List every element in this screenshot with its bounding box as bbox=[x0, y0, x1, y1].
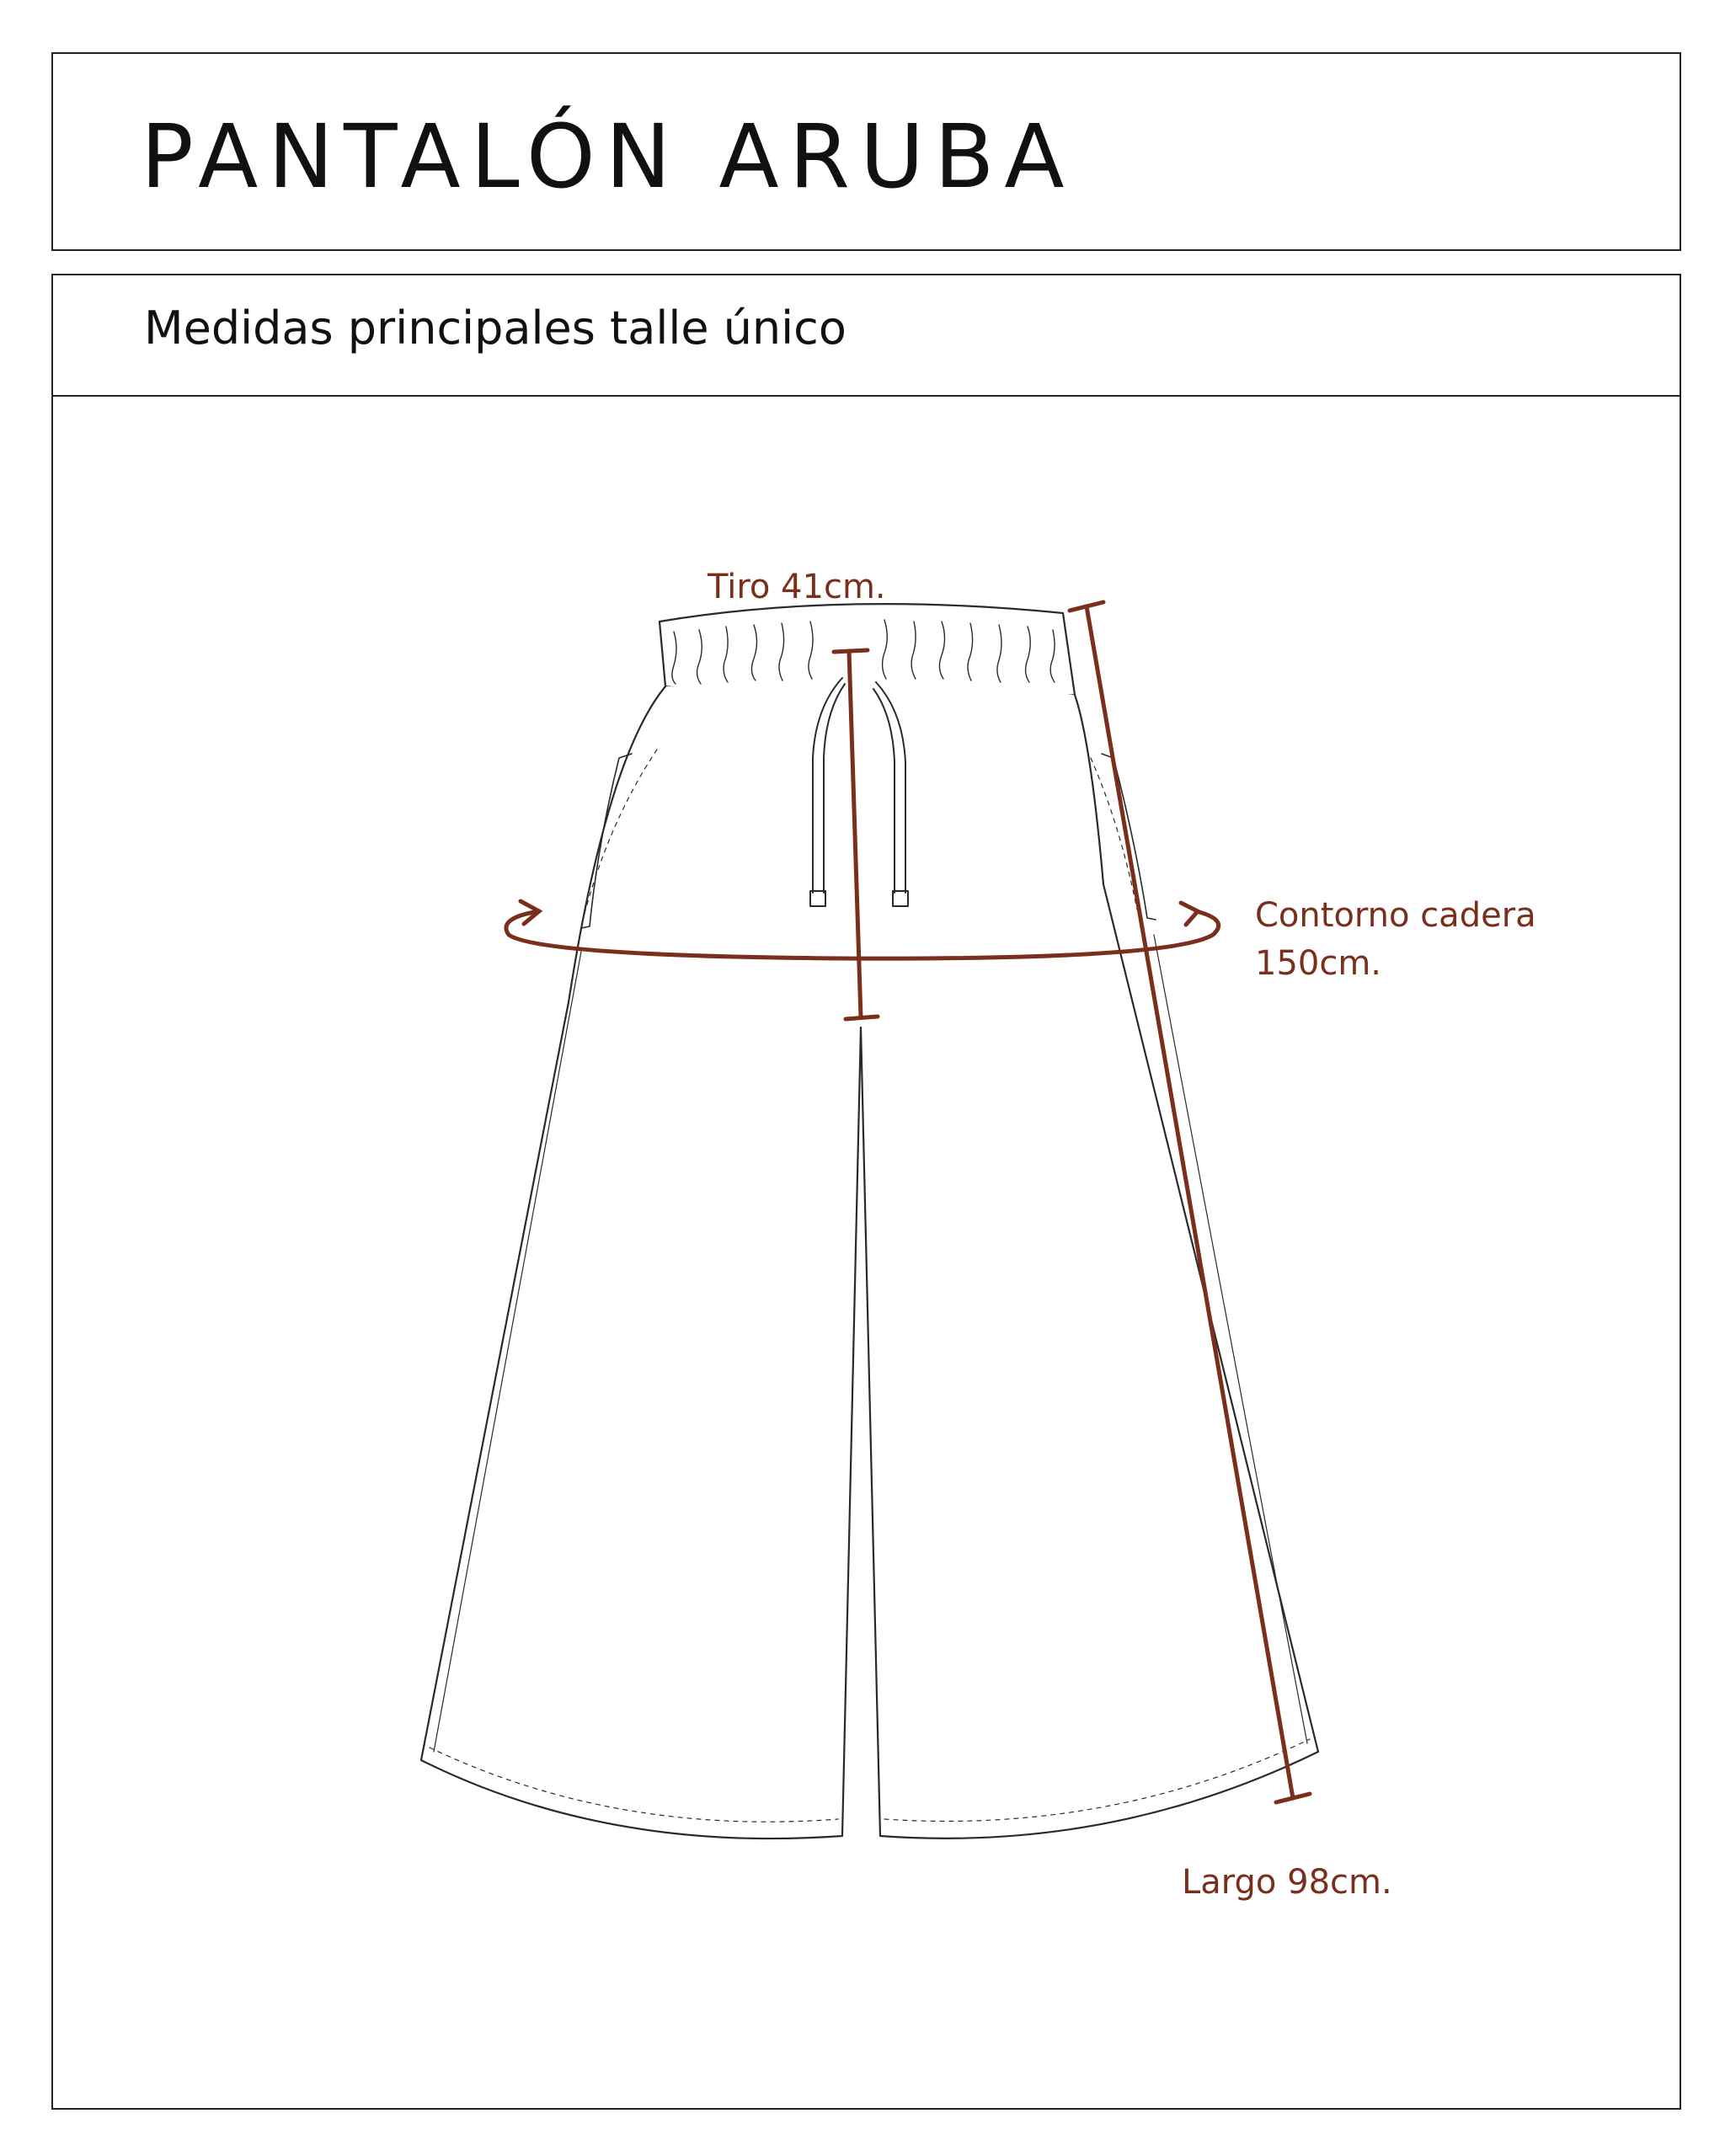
contorno-label-line1: Contorno cadera bbox=[1255, 896, 1536, 935]
tiro-end-cap-top bbox=[831, 648, 870, 654]
contorno-measure-curve bbox=[504, 909, 1221, 961]
waistband-gathers bbox=[671, 619, 1055, 685]
contorno-label-line2: 150cm. bbox=[1255, 944, 1381, 983]
measurement-marks bbox=[504, 600, 1312, 1805]
page-title: PANTALÓN ARUBA bbox=[141, 105, 1075, 208]
right-pocket bbox=[1101, 753, 1156, 921]
topstitching bbox=[429, 749, 1311, 1822]
drawstring-left-tip bbox=[809, 890, 826, 907]
title-box: PANTALÓN ARUBA bbox=[51, 52, 1681, 251]
contorno-arrow-head-right bbox=[1178, 900, 1202, 927]
largo-end-cap-bottom bbox=[1274, 1791, 1312, 1805]
section-subtitle: Medidas principales talle único bbox=[144, 302, 846, 355]
drawstring-left bbox=[812, 677, 846, 894]
side-seam-right bbox=[1153, 934, 1308, 1744]
largo-label: Largo 98cm. bbox=[1182, 1863, 1392, 1902]
contorno-arrow-head-left bbox=[518, 899, 543, 926]
largo-measure-line bbox=[1084, 604, 1295, 1801]
content-box: Medidas principales talle único bbox=[51, 274, 1681, 2110]
side-seam-left bbox=[433, 951, 582, 1753]
left-pocket bbox=[580, 753, 633, 929]
tiro-label: Tiro 41cm. bbox=[707, 568, 886, 606]
drawstring-right-tip bbox=[892, 890, 909, 907]
largo-end-cap-top bbox=[1067, 600, 1106, 613]
tiro-measure-line bbox=[846, 648, 863, 1020]
measurement-labels: Tiro 41cm. Contorno cadera 150cm. Largo … bbox=[707, 568, 1536, 1902]
tiro-end-cap-bottom bbox=[843, 1014, 880, 1022]
pants-outline bbox=[419, 685, 1320, 1840]
pants-flat-sketch bbox=[419, 603, 1320, 1840]
subtitle-bar: Medidas principales talle único bbox=[53, 275, 1680, 397]
drawstring-right bbox=[873, 681, 906, 894]
